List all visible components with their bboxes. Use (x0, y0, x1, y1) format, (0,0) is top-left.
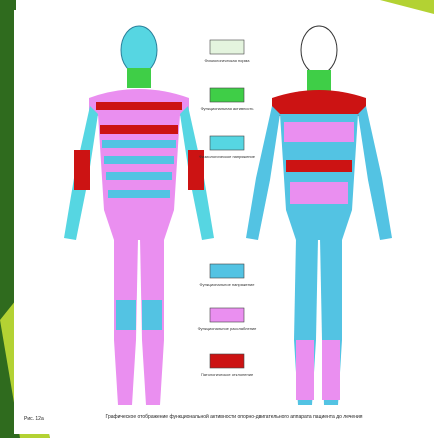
torso-band-3 (104, 156, 174, 164)
neck-back (127, 68, 151, 88)
figure-number: Рис. 12а (24, 416, 44, 422)
legend-swatch-func-relax (210, 308, 244, 322)
legend-swatch-activity (210, 88, 244, 102)
legend-label-activity: Функциональная активность (187, 106, 267, 111)
legend-label-func-tension: Функциональное напряжение (187, 282, 267, 287)
torso-band-5 (108, 190, 170, 198)
figure-caption-text: Графическое отображение функциональной а… (84, 414, 384, 420)
torso-band-1 (100, 125, 178, 134)
head-back (121, 26, 157, 74)
shoulder-red-back (96, 102, 182, 110)
left-knee-back (116, 300, 136, 330)
waist-red-front (286, 160, 352, 172)
right-arm-front (358, 106, 392, 240)
right-shin-front (322, 340, 340, 400)
legend-label-tension: Физиологическое напряжение (187, 154, 267, 159)
body-figure-back (64, 26, 214, 405)
legend-swatch-pathological (210, 354, 244, 368)
left-shin-front (296, 340, 314, 400)
legend-label-pathological: Патологическое отклонение (187, 372, 267, 377)
torso-band-4 (106, 172, 172, 180)
legend-label-func-relax: Функциональное расслабление (187, 326, 267, 331)
neck-front (307, 70, 331, 92)
legend-swatch-tension (210, 136, 244, 150)
right-knee-back (142, 300, 162, 330)
shoulders-front (272, 90, 366, 116)
torso-band-2 (102, 140, 176, 148)
legend-swatch-func-tension (210, 264, 244, 278)
legend-swatches (210, 40, 244, 368)
left-arm-front (246, 106, 280, 240)
body-map-drawing (14, 10, 418, 434)
body-map-figure: Физиологическая норма Функциональная акт… (14, 10, 418, 434)
left-elbow-red (74, 150, 90, 190)
head-front (301, 26, 337, 74)
chest-band-front (284, 122, 354, 142)
legend-label-norm: Физиологическая норма (187, 58, 267, 63)
abdomen-band-front (290, 182, 348, 204)
body-figure-front (246, 26, 392, 405)
legend-swatch-norm (210, 40, 244, 54)
